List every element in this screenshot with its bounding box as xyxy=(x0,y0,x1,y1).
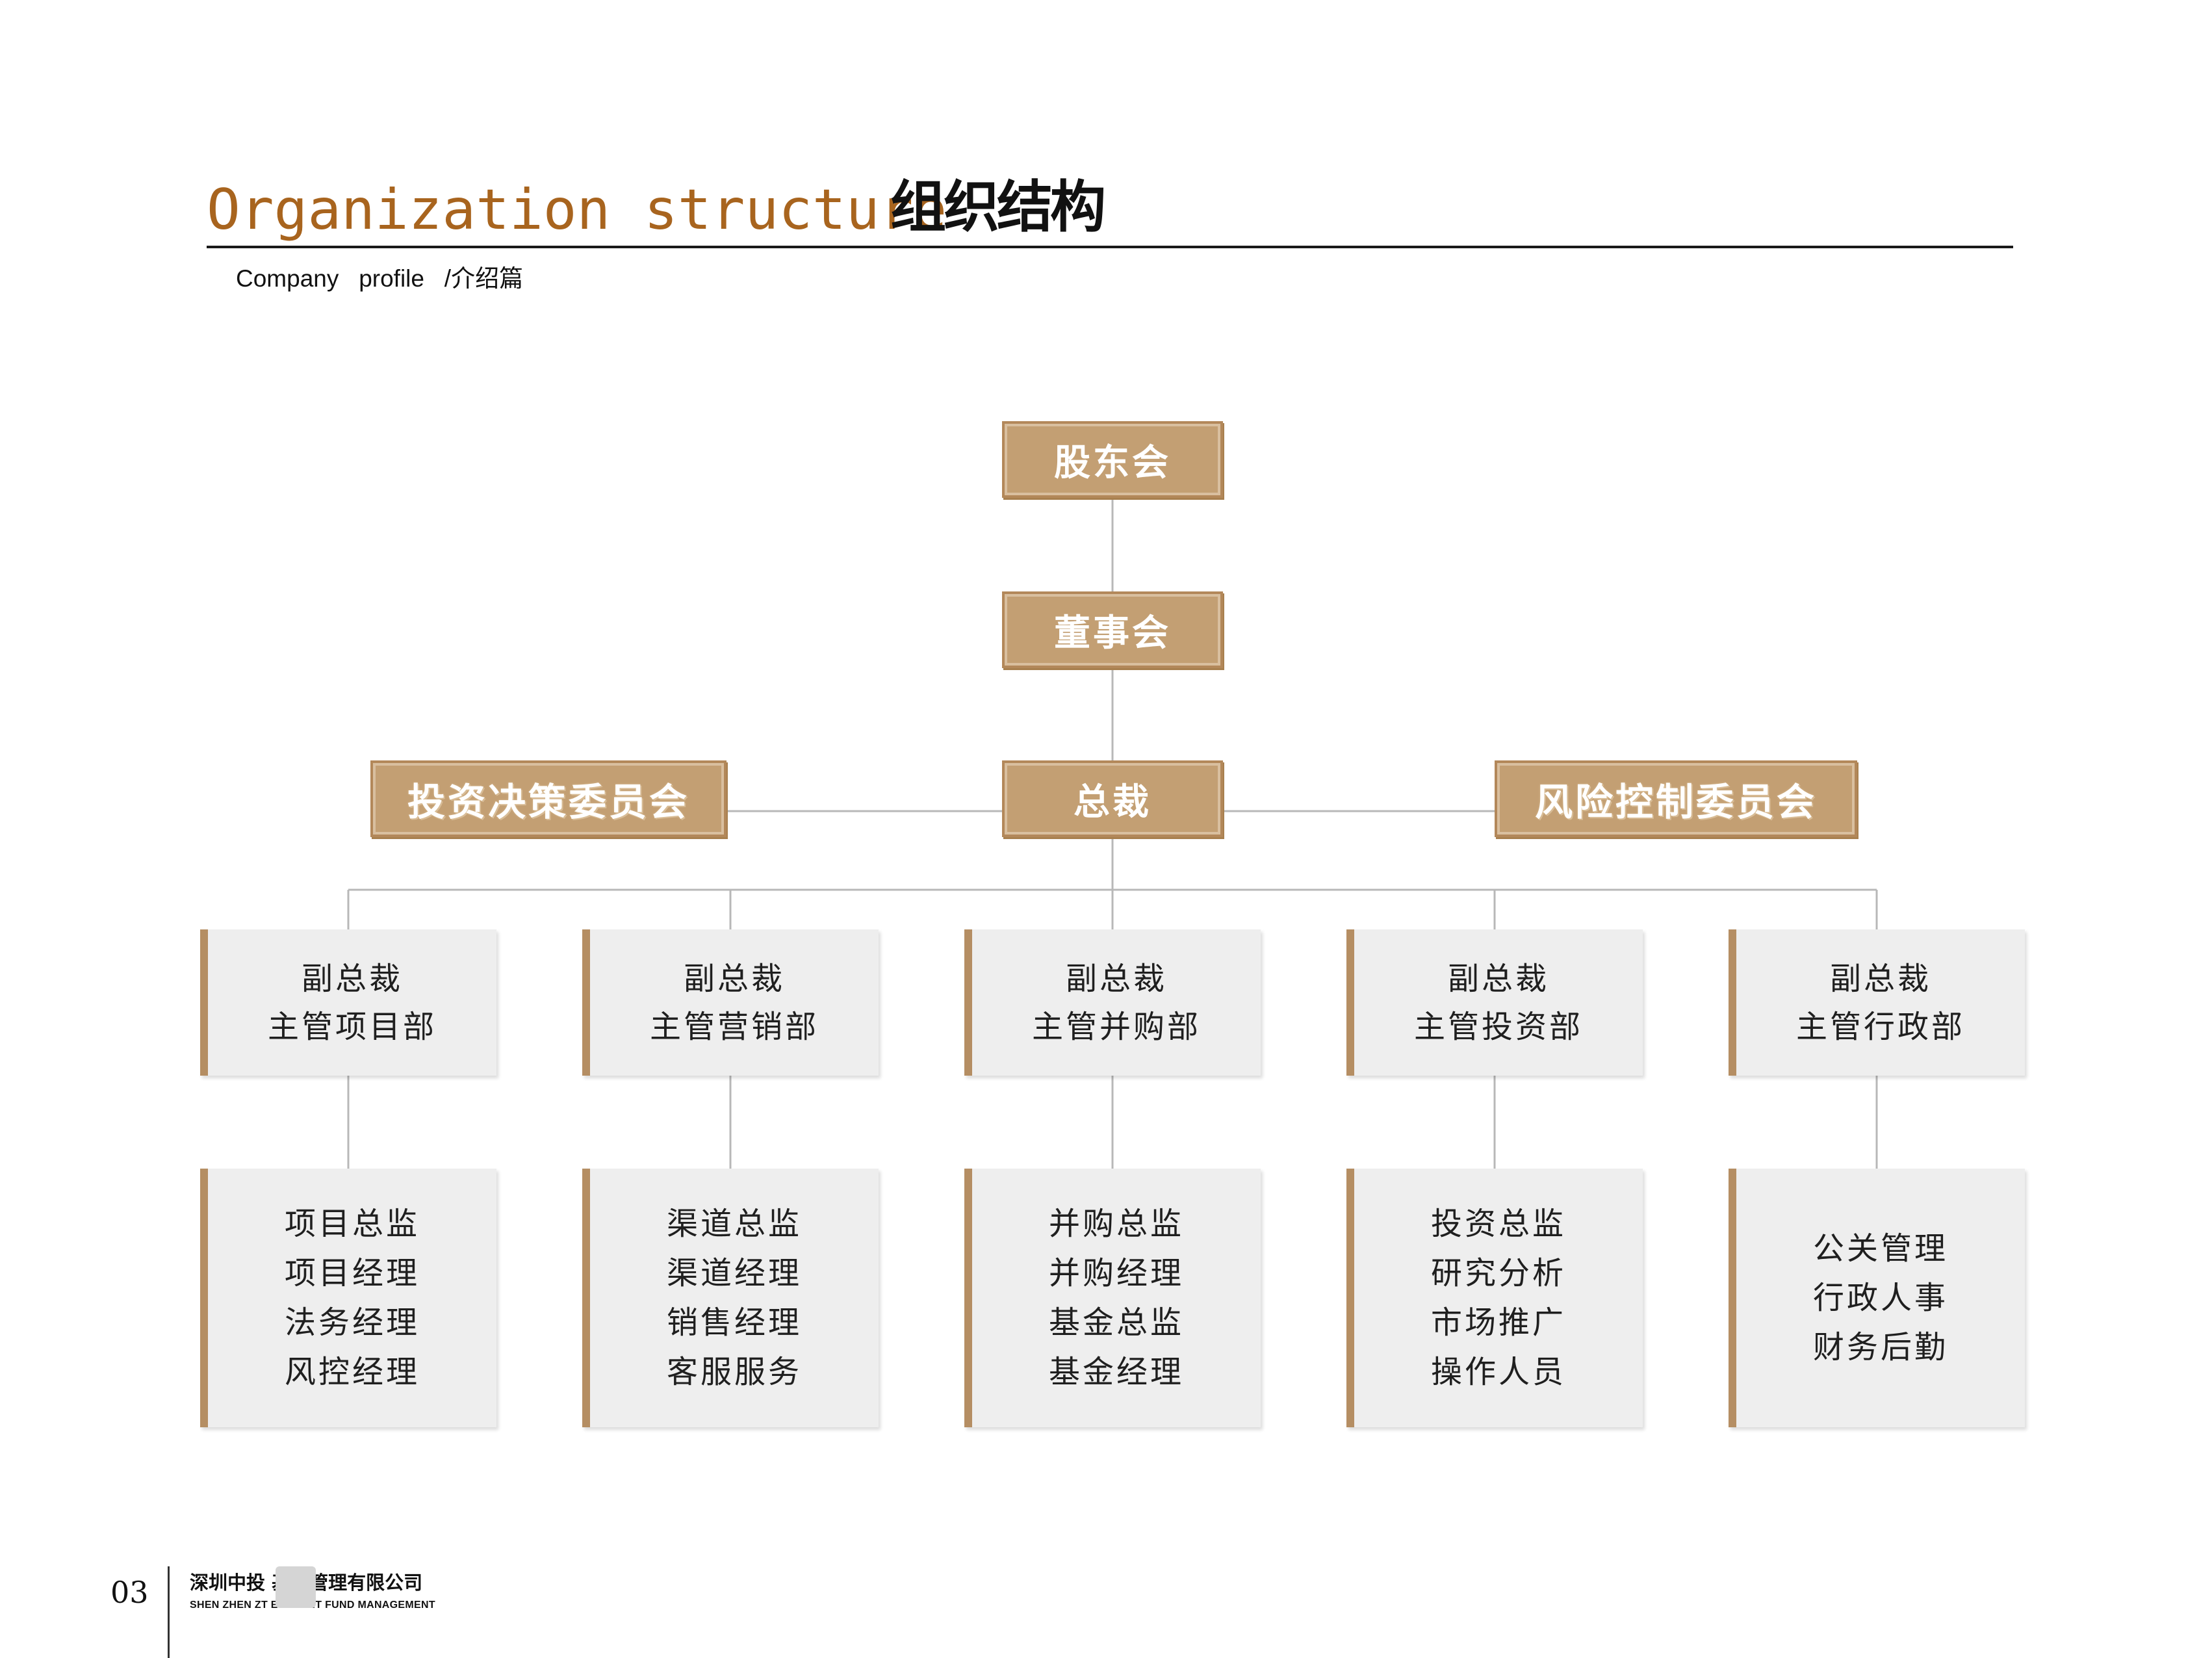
team-box-administration: 公关管理 行政人事 财务后勤 xyxy=(1729,1169,2025,1427)
footer-redaction-mask xyxy=(276,1566,316,1608)
team-role: 项目经理 xyxy=(284,1255,420,1291)
title-english: Organization structure xyxy=(207,177,947,242)
vp-box-administration: 副总裁 主管行政部 xyxy=(1729,929,2025,1076)
vp-department: 主管项目部 xyxy=(267,1008,437,1045)
vp-title: 副总裁 xyxy=(1065,960,1167,997)
vp-title: 副总裁 xyxy=(1447,960,1549,997)
president-box: 总裁 xyxy=(1002,760,1223,837)
team-role: 项目总监 xyxy=(284,1206,420,1242)
president-label: 总裁 xyxy=(1074,781,1151,823)
title-underline xyxy=(207,246,2013,248)
team-role: 研究分析 xyxy=(1430,1255,1566,1291)
team-role: 客服服务 xyxy=(666,1354,802,1390)
investment-committee-label: 投资决策委员会 xyxy=(407,780,689,824)
vp-box-project: 副总裁 主管项目部 xyxy=(200,929,496,1076)
vp-title: 副总裁 xyxy=(683,960,785,997)
vp-department: 主管营销部 xyxy=(649,1008,819,1045)
risk-committee-label: 风险控制委员会 xyxy=(1534,780,1817,824)
team-box-project: 项目总监 项目经理 法务经理 风控经理 xyxy=(200,1169,496,1427)
footer-divider xyxy=(168,1566,170,1658)
team-role: 操作人员 xyxy=(1430,1354,1566,1390)
team-role: 财务后勤 xyxy=(1812,1329,1948,1366)
team-role: 基金总监 xyxy=(1048,1304,1184,1341)
team-role: 并购经理 xyxy=(1048,1255,1184,1291)
shareholders-box: 股东会 xyxy=(1002,421,1223,498)
team-role: 法务经理 xyxy=(284,1304,420,1341)
team-role: 投资总监 xyxy=(1430,1206,1566,1242)
team-role: 渠道经理 xyxy=(666,1255,802,1291)
team-box-marketing: 渠道总监 渠道经理 销售经理 客服服务 xyxy=(582,1169,879,1427)
team-role: 市场推广 xyxy=(1430,1304,1566,1341)
vp-title: 副总裁 xyxy=(301,960,403,997)
vp-department: 主管投资部 xyxy=(1413,1008,1583,1045)
vp-box-investment: 副总裁 主管投资部 xyxy=(1346,929,1643,1076)
team-role: 风控经理 xyxy=(284,1354,420,1390)
vp-department: 主管并购部 xyxy=(1031,1008,1201,1045)
team-box-mergers: 并购总监 并购经理 基金总监 基金经理 xyxy=(964,1169,1261,1427)
subtitle: Company profile /介绍篇 xyxy=(236,265,524,292)
vp-title: 副总裁 xyxy=(1829,960,1931,997)
team-role: 公关管理 xyxy=(1812,1230,1948,1267)
team-role: 并购总监 xyxy=(1048,1206,1184,1242)
page-number: 03 xyxy=(110,1575,149,1610)
team-role: 基金经理 xyxy=(1048,1354,1184,1390)
vp-box-mergers: 副总裁 主管并购部 xyxy=(964,929,1261,1076)
vp-box-marketing: 副总裁 主管营销部 xyxy=(582,929,879,1076)
team-role: 渠道总监 xyxy=(666,1206,802,1242)
title-chinese: 组织结构 xyxy=(890,175,1106,240)
board-label: 董事会 xyxy=(1054,612,1171,654)
vp-department: 主管行政部 xyxy=(1795,1008,1965,1045)
team-role: 行政人事 xyxy=(1812,1280,1948,1316)
board-box: 董事会 xyxy=(1002,591,1223,668)
risk-committee-box: 风险控制委员会 xyxy=(1495,760,1857,837)
team-role: 销售经理 xyxy=(666,1304,802,1341)
team-box-investment: 投资总监 研究分析 市场推广 操作人员 xyxy=(1346,1169,1643,1427)
shareholders-label: 股东会 xyxy=(1054,441,1171,484)
investment-committee-box: 投资决策委员会 xyxy=(370,760,727,837)
